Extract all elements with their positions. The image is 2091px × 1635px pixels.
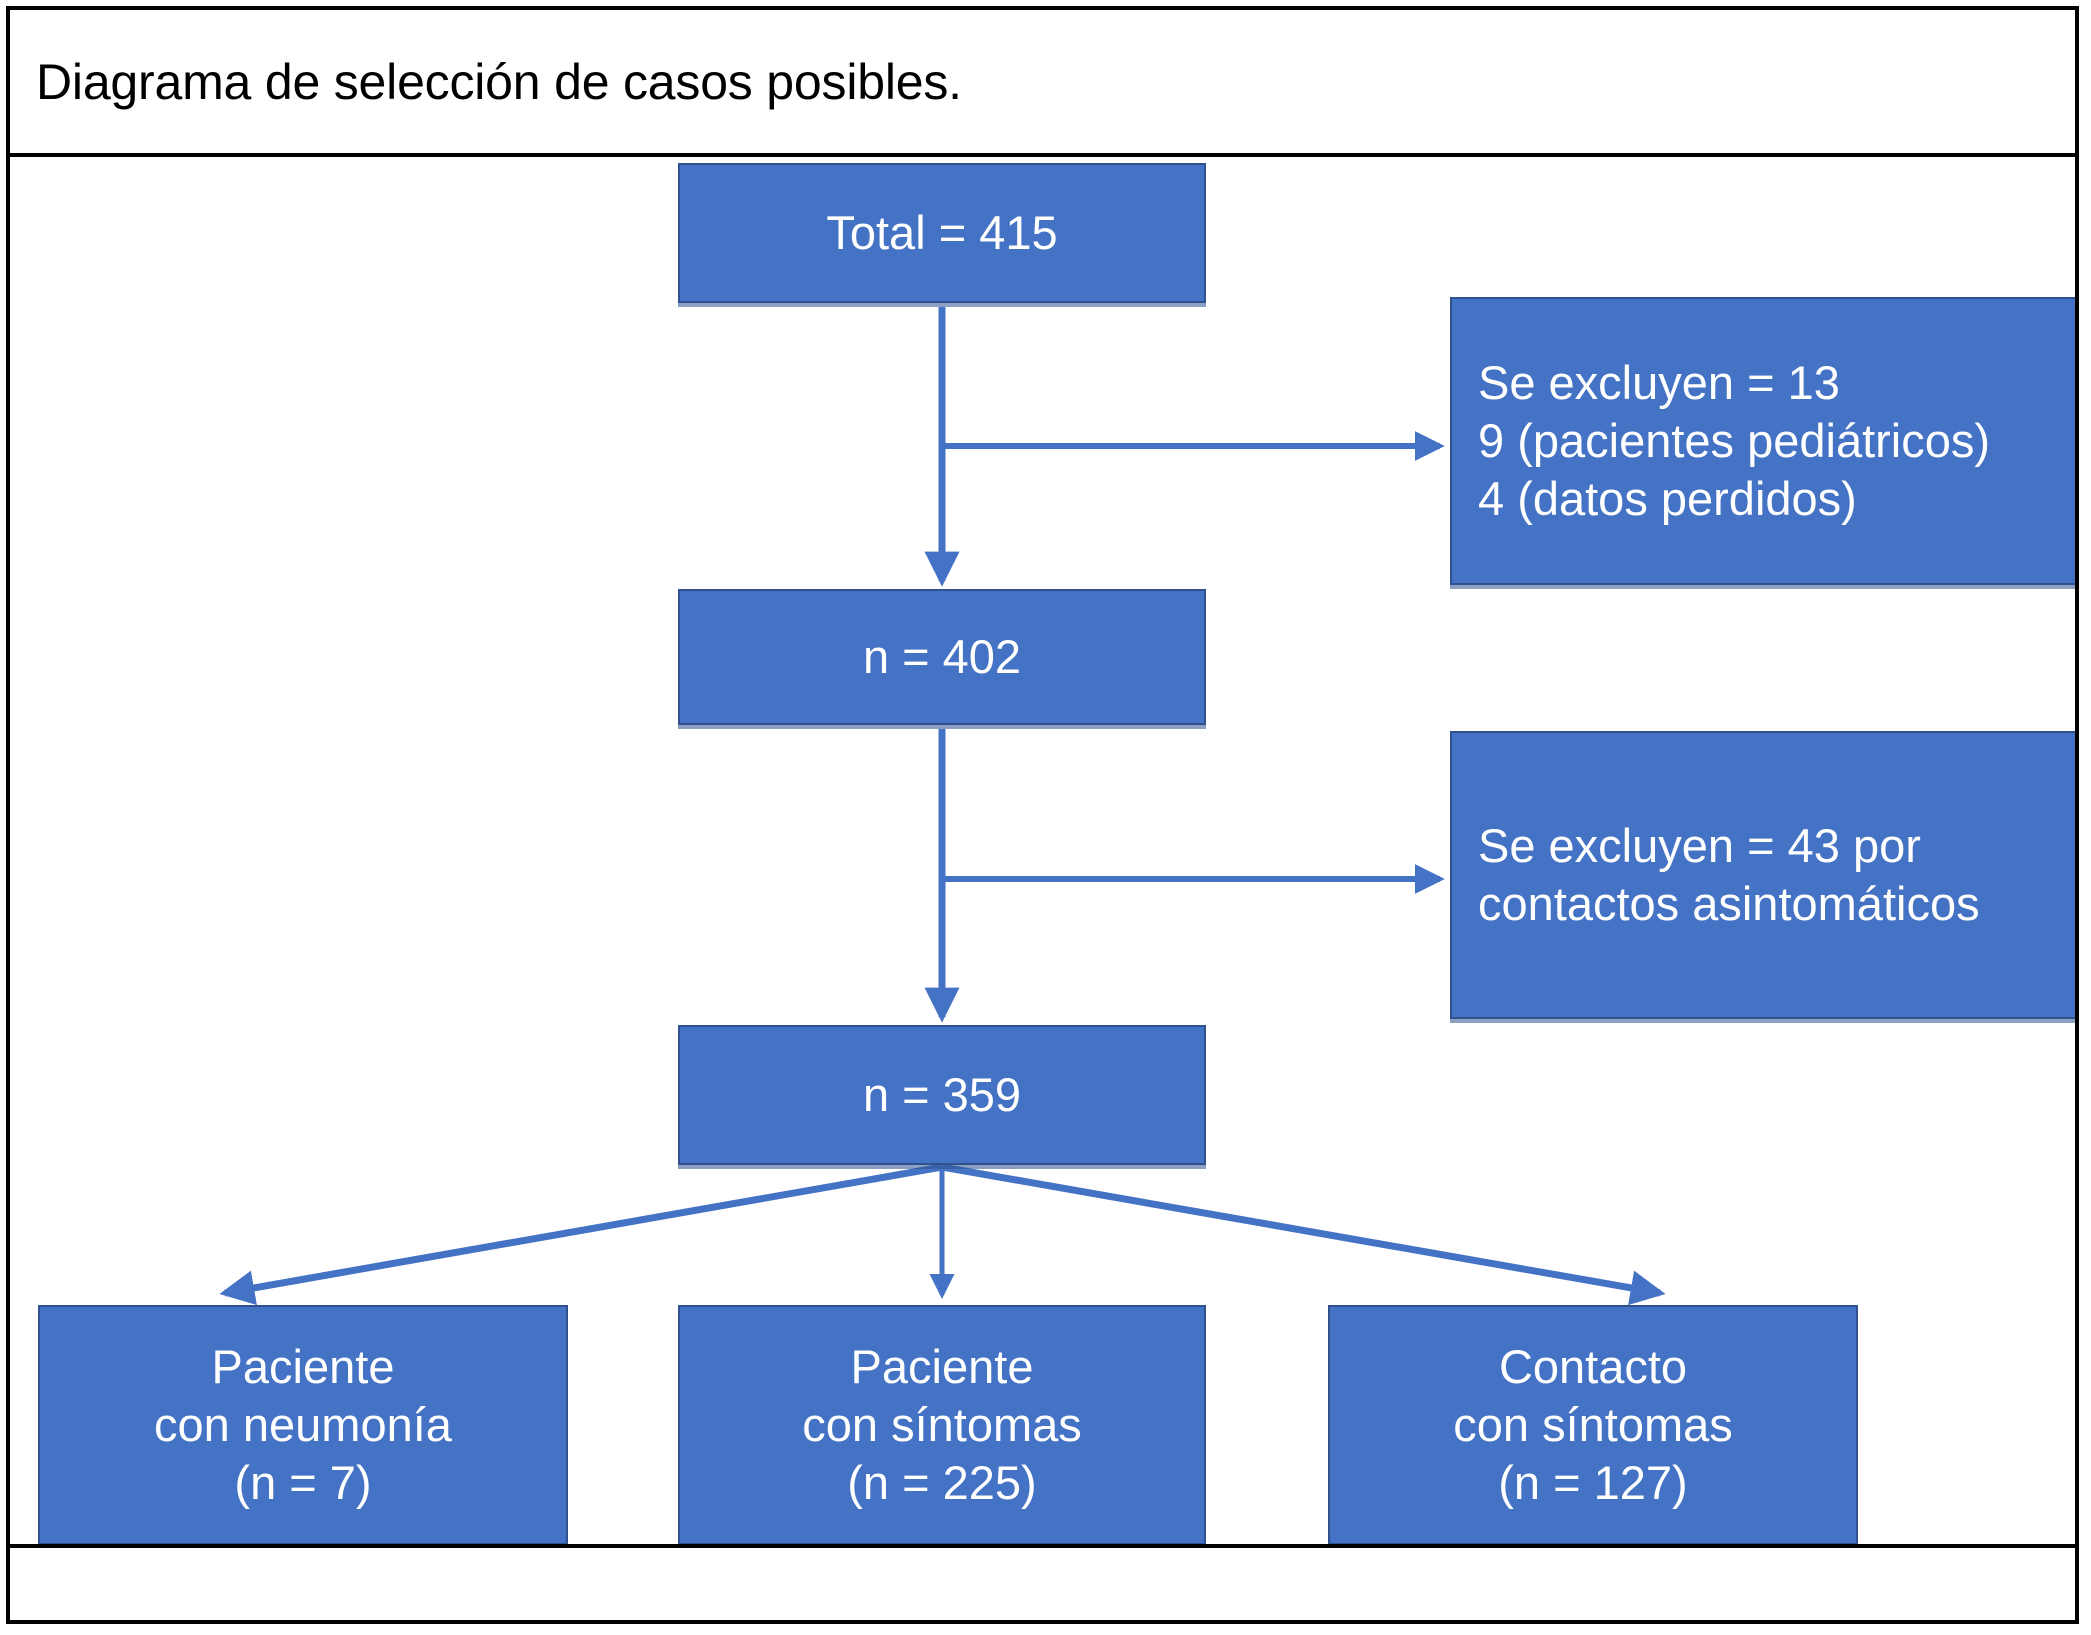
node-exclusion-1-line-2: 9 (pacientes pediátricos) — [1478, 413, 1991, 467]
node-n359[interactable]: n = 359 — [678, 1025, 1206, 1165]
node-exclusion-1-line-3: 4 (datos perdidos) — [1478, 472, 1857, 526]
node-symptomatic-contact-count: (n = 127) — [1498, 1456, 1688, 1510]
node-n402[interactable]: n = 402 — [678, 589, 1206, 725]
node-symptomatic-patient-line-1: Paciente — [850, 1339, 1034, 1393]
figure-footer-bar — [10, 1544, 2075, 1620]
node-total[interactable]: Total = 415 — [678, 163, 1206, 303]
node-n402-label: n = 402 — [862, 629, 1022, 683]
node-exclusion-1[interactable]: Se excluyen = 13 9 (pacientes pediátrico… — [1450, 297, 2075, 585]
node-n359-label: n = 359 — [862, 1067, 1022, 1121]
flowchart-canvas: Total = 415 n = 402 n = 359 Se excluyen … — [10, 157, 2075, 1548]
edge-n359-to-symptomatic-contact — [941, 1163, 1666, 1306]
node-pneumonia-count: (n = 7) — [234, 1456, 372, 1510]
edge-n359-to-pneumonia — [219, 1163, 943, 1306]
node-total-label: Total = 415 — [826, 205, 1058, 259]
figure-caption-bar: Diagrama de selección de casos posibles. — [10, 10, 2075, 157]
node-exclusion-2-line-2: contactos asintomáticos — [1478, 877, 1980, 930]
node-exclusion-2-line-1: Se excluyen = 43 por — [1478, 818, 1921, 872]
figure-caption: Diagrama de selección de casos posibles. — [36, 53, 962, 110]
node-symptomatic-patient-line-2: con síntomas — [802, 1397, 1082, 1451]
node-symptomatic-contact-line-1: Contacto — [1498, 1339, 1688, 1393]
node-symptomatic-contact-line-2: con síntomas — [1453, 1397, 1733, 1451]
node-exclusion-2[interactable]: Se excluyen = 43 por contactos asintomát… — [1450, 731, 2075, 1019]
node-patient-with-symptoms[interactable]: Paciente con síntomas (n = 225) — [678, 1305, 1206, 1545]
node-exclusion-1-line-1: Se excluyen = 13 — [1478, 355, 1840, 409]
node-contact-with-symptoms[interactable]: Contacto con síntomas (n = 127) — [1328, 1305, 1858, 1545]
node-patient-with-pneumonia[interactable]: Paciente con neumonía (n = 7) — [38, 1305, 568, 1545]
figure-frame: Diagrama de selección de casos posibles. — [6, 6, 2079, 1624]
node-symptomatic-patient-count: (n = 225) — [847, 1456, 1037, 1510]
node-pneumonia-line-2: con neumonía — [154, 1397, 452, 1451]
node-pneumonia-line-1: Paciente — [211, 1339, 395, 1393]
